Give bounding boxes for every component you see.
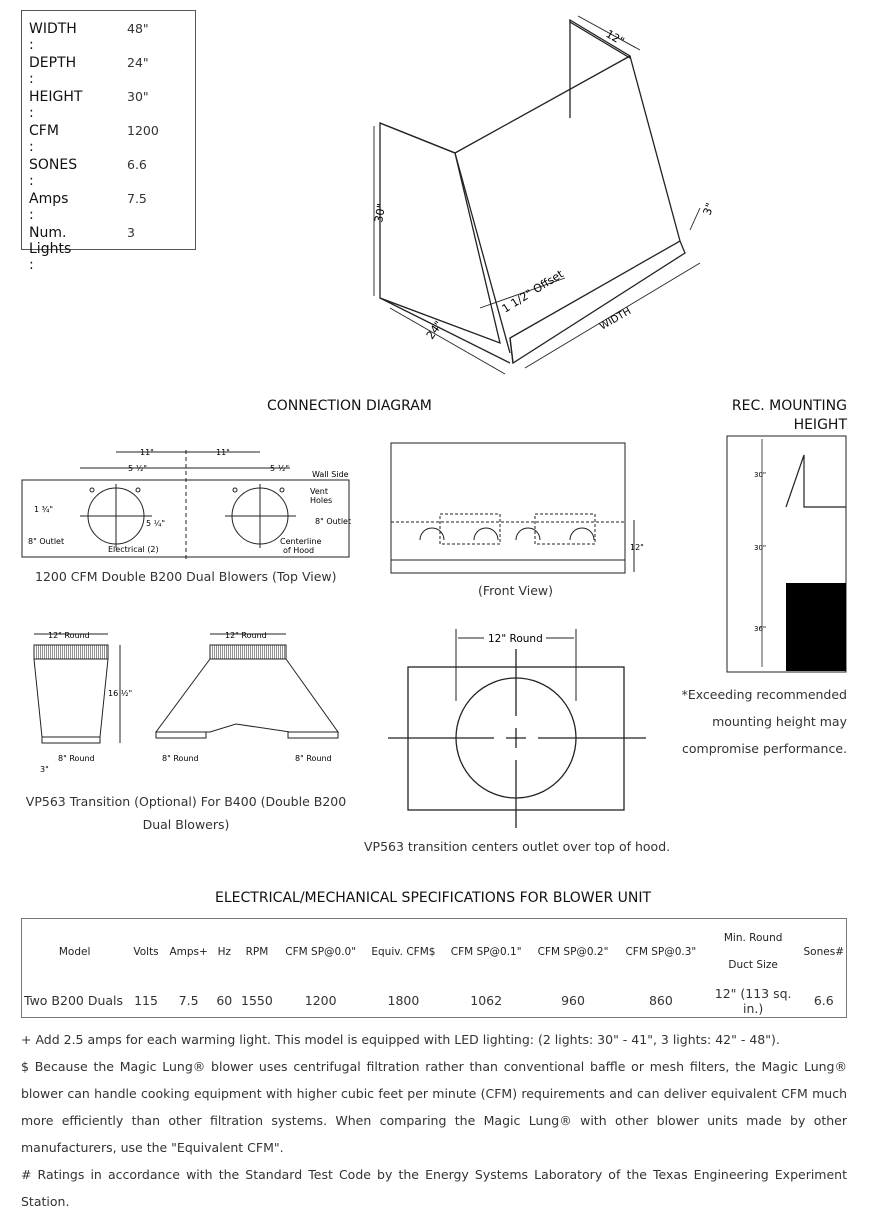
hood-isometric-drawing: 30" 12" 3" 1 1/2" Offset 24" WIDTH [372,15,717,375]
mounting-height-title-2: HEIGHT [793,417,847,433]
vent-label-1: Vent [310,487,328,496]
width-label: WIDTH [598,306,633,333]
front-view-caption: (Front View) [478,583,554,598]
offset-label: 1 1/2" Offset [500,267,567,315]
mount-dim-2: 30" [754,544,766,552]
dim-height-label: 30" [372,202,388,223]
dim-11-b: 11" [216,448,230,457]
top-view-drawing: 11" 11" 5 ½" 5 ½" Wall Side 1 ¾" Vent Ho… [21,448,351,560]
mount-dim-3: 36" [754,625,766,633]
outlet-round-label: 12" Round [488,633,543,645]
outlet-right-label: 8" Outlet [315,517,351,526]
vent-label-2: Holes [310,496,332,505]
table-row: Two B200 Duals 115 7.5 60 1550 1200 1800… [24,985,834,1016]
spec-box: WIDTH :48" DEPTH :24" HEIGHT :30" CFM :1… [21,10,196,273]
dim-5half-a: 5 ½" [128,464,147,473]
transition-8round-c: 8" Round [295,754,332,763]
transition-round-b: 12" Round [225,631,267,640]
transition-drawing: 12" Round 12" Round 16 ½" 3" 8" Round 8"… [33,631,339,774]
outlet-center-drawing: 12" Round [388,629,646,828]
wall-side-label: Wall Side [312,470,349,479]
transition-caption: VP563 Transition (Optional) For B400 (Do… [25,794,347,832]
dim-lip-label: 3" [701,201,717,217]
outlet-caption: VP563 transition centers outlet over top… [364,839,671,854]
front-view-drawing: 12" [390,442,644,574]
blower-spec-table: Model Volts Amps+ Hz RPM CFM SP@0.0" Equ… [21,918,847,1018]
dim-1-34: 1 ¾" [34,505,53,514]
front-dim-label: 12" [630,543,644,552]
note-equivalent-cfm: $ Because the Magic Lung® blower uses ce… [21,1059,847,1155]
mount-dim-1: 30" [754,471,766,479]
mounting-height-drawing: 30" 30" 36" [726,435,847,673]
electrical-label: Electrical (2) [108,545,159,554]
outlet-left-label: 8" Outlet [28,537,64,546]
dim-5half-b: 5 ½" [270,464,289,473]
transition-8round-a: 8" Round [58,754,95,763]
top-view-caption: 1200 CFM Double B200 Dual Blowers (Top V… [35,569,337,584]
note-ratings: # Ratings in accordance with the Standar… [21,1167,847,1209]
transition-dim-16: 16 ½" [108,689,132,698]
transition-round-a: 12" Round [48,631,90,640]
table-header-row: Model Volts Amps+ Hz RPM CFM SP@0.0" Equ… [58,931,844,971]
connection-diagram-title: CONNECTION DIAGRAM [267,398,432,414]
centerline-label-1: Centerline [280,537,321,546]
centerline-label-2: of Hood [283,546,314,555]
mounting-note: *Exceeding recommended mounting height m… [681,687,847,756]
transition-dim-3: 3" [40,765,49,774]
transition-8round-b: 8" Round [162,754,199,763]
note-amps: + Add 2.5 amps for each warming light. T… [21,1032,780,1047]
table-title: ELECTRICAL/MECHANICAL SPECIFICATIONS FOR… [215,890,652,906]
dim-5-quarter: 5 ¼" [146,519,165,528]
dim-11-a: 11" [140,448,154,457]
mounting-height-title-1: REC. MOUNTING [731,398,847,414]
dim-top-label: 12" [604,27,627,48]
